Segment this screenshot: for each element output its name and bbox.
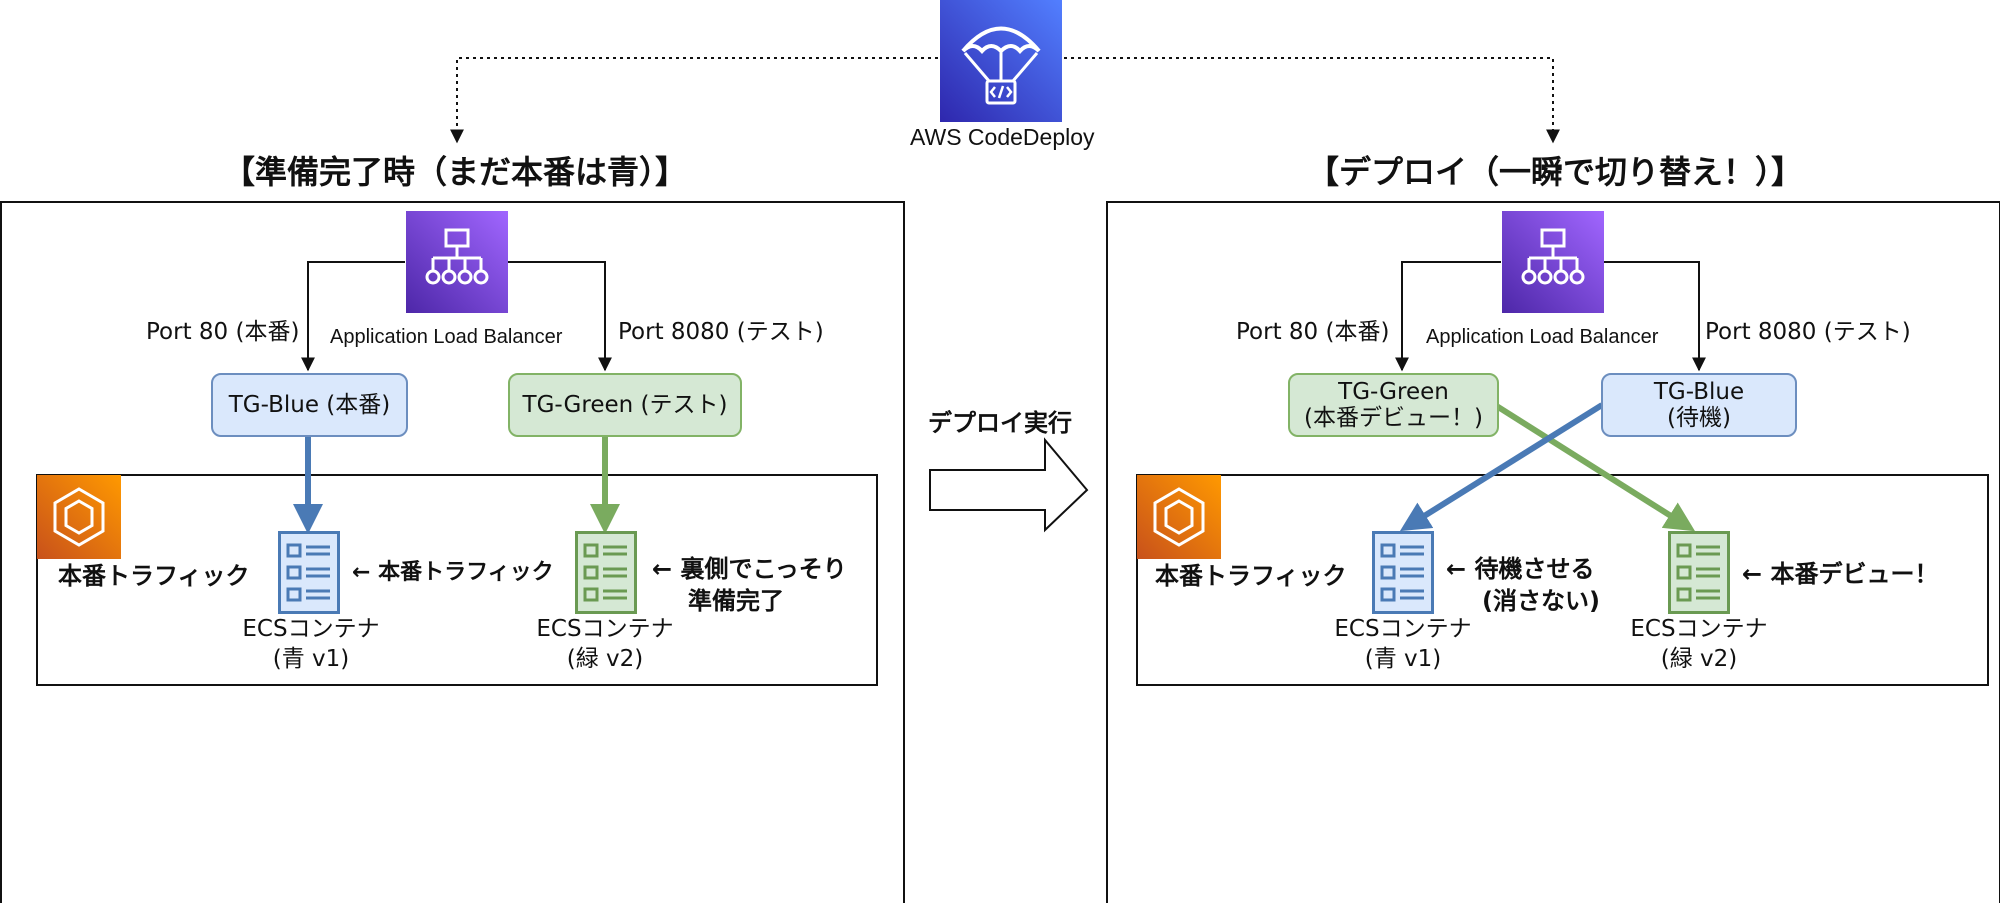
left-panel-title: 【準備完了時（まだ本番は青）】 [222,153,687,191]
right-ecs-green-label-1: ECSコンテナ [1630,616,1768,642]
codedeploy-link-left [450,57,938,144]
right-port80-line [1395,261,1501,372]
right-tg-blue-box: TG-Blue (待機) [1601,373,1797,437]
load-balancer-icon [425,228,489,285]
right-ecs-icon [1137,475,1221,559]
left-ecs-green-label-2: (緑 v2) [566,646,644,672]
left-green-note-1: ← 裏側でこっそり [652,555,847,583]
left-tg-blue-box: TG-Blue (本番) [211,373,408,437]
left-port8080-label: Port 8080 (テスト) [618,319,824,345]
right-green-to-v2-arrow [1493,402,1696,532]
left-port80-label: Port 80 (本番) [146,319,300,345]
left-ecs-blue-container-icon [278,531,340,614]
right-ecs-blue-container-icon [1372,531,1434,614]
right-tg-green-box: TG-Green (本番デビュー！) [1288,373,1499,437]
left-alb-icon [406,211,508,313]
parachute-icon [961,26,1041,105]
left-blue-arrow-note: ← 本番トラフィック [352,560,554,585]
left-green-note-2: 準備完了 [688,587,784,615]
left-ecs-green-container-icon [575,531,637,614]
left-port80-line [301,261,405,372]
right-port80-label: Port 80 (本番) [1236,319,1390,345]
right-ecs-blue-label-2: (青 v1) [1364,646,1442,672]
right-ecs-green-container-icon [1668,531,1730,614]
right-tg-blue-line2: (待機) [1667,405,1731,431]
codedeploy-link-right [1064,57,1560,144]
right-tg-blue-line1: TG-Blue [1653,378,1745,405]
left-ecs-cluster-frame [36,474,878,686]
right-standby-note-1: ← 待機させる [1446,555,1595,583]
right-ecs-cluster-frame [1136,474,1989,686]
right-ecs-green-label-2: (緑 v2) [1660,646,1738,672]
right-port8080-line [1604,261,1706,372]
right-panel-title: 【デプロイ（一瞬で切り替え！）】 [1306,153,1803,191]
right-blue-to-v1-arrow [1399,402,1604,532]
left-panel-frame [0,201,905,903]
left-ecs-blue-label-1: ECSコンテナ [242,616,380,642]
right-tg-green-line2: (本番デビュー！) [1304,405,1483,431]
right-alb-label: Application Load Balancer [1426,326,1659,348]
transition-arrow [929,437,1089,533]
right-ecs-blue-label-1: ECSコンテナ [1334,616,1472,642]
right-debut-note: ← 本番デビュー！ [1742,560,1939,588]
left-ecs-icon [37,475,121,559]
codedeploy-label: AWS CodeDeploy [910,124,1095,150]
right-standby-note-2: (消さない) [1482,587,1600,615]
right-alb-icon [1502,211,1604,313]
left-tg-green-box: TG-Green (テスト) [508,373,742,437]
transition-label: デプロイ実行 [928,409,1072,437]
codedeploy-icon [940,0,1062,122]
ecs-hexagon-icon [53,487,105,547]
right-panel-frame [1106,201,2000,903]
load-balancer-icon [1521,228,1585,285]
right-port8080-label: Port 8080 (テスト) [1705,319,1911,345]
left-ecs-green-label-1: ECSコンテナ [536,616,674,642]
left-port8080-line [508,261,612,372]
right-tg-green-line1: TG-Green [1338,378,1449,405]
right-traffic-label: 本番トラフィック [1155,562,1347,590]
ecs-hexagon-icon [1153,487,1205,547]
left-traffic-label: 本番トラフィック [58,562,250,590]
left-ecs-blue-label-2: (青 v1) [272,646,350,672]
left-alb-label: Application Load Balancer [330,326,563,348]
